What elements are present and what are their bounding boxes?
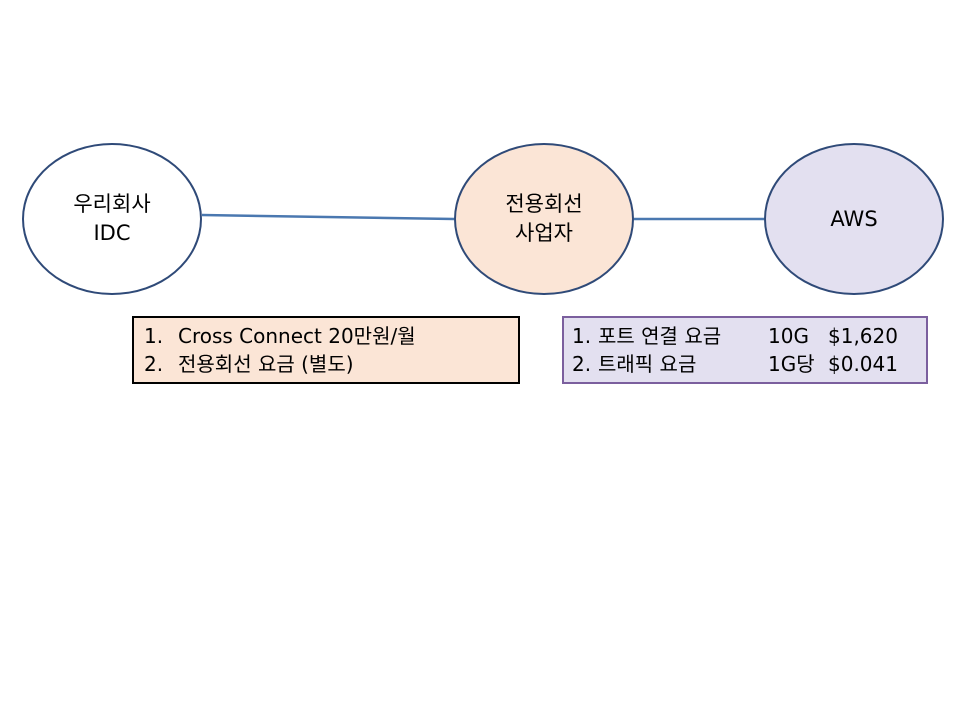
aws-cost-item: 2. 트래픽 요금 1G당 $0.041 bbox=[572, 350, 916, 378]
idc-cost-item-text: Cross Connect 20만원/월 bbox=[178, 324, 416, 348]
node-carrier-label-line2: 사업자 bbox=[515, 221, 573, 245]
node-aws-label: AWS bbox=[830, 206, 878, 231]
idc-cost-item-number: 1. bbox=[144, 324, 164, 348]
node-aws: AWS bbox=[764, 143, 944, 295]
aws-cost-item-name: 포트 연결 요금 bbox=[598, 324, 722, 348]
aws-cost-item-name: 트래픽 요금 bbox=[598, 352, 697, 376]
idc-cost-item-number: 2. bbox=[144, 352, 164, 376]
node-idc-label-line1: 우리회사 bbox=[73, 192, 151, 216]
aws-cost-item-number: 2. bbox=[572, 352, 592, 376]
aws-cost-box: 1. 포트 연결 요금 10G $1,620 2. 트래픽 요금 1G당 $0.… bbox=[562, 316, 928, 384]
node-carrier-label-line1: 전용회선 bbox=[505, 192, 583, 216]
idc-cost-item-text: 전용회선 요금 (별도) bbox=[178, 352, 354, 376]
connector-idc-to-carrier bbox=[201, 213, 455, 221]
node-dedicated-line-carrier: 전용회선 사업자 bbox=[454, 143, 634, 295]
idc-cost-item: 1. Cross Connect 20만원/월 bbox=[144, 322, 508, 350]
aws-cost-item-price: $1,620 bbox=[828, 324, 898, 348]
aws-cost-item-number: 1. bbox=[572, 324, 592, 348]
node-idc-label-line2: IDC bbox=[93, 221, 131, 245]
idc-cost-box: 1. Cross Connect 20만원/월 2. 전용회선 요금 (별도) bbox=[132, 316, 520, 384]
aws-cost-item-unit: 10G bbox=[768, 324, 809, 348]
aws-cost-item-unit: 1G당 bbox=[768, 352, 815, 376]
aws-cost-item-price: $0.041 bbox=[828, 352, 898, 376]
idc-cost-item: 2. 전용회선 요금 (별도) bbox=[144, 350, 508, 378]
aws-cost-item: 1. 포트 연결 요금 10G $1,620 bbox=[572, 322, 916, 350]
node-company-idc: 우리회사 IDC bbox=[22, 143, 202, 295]
